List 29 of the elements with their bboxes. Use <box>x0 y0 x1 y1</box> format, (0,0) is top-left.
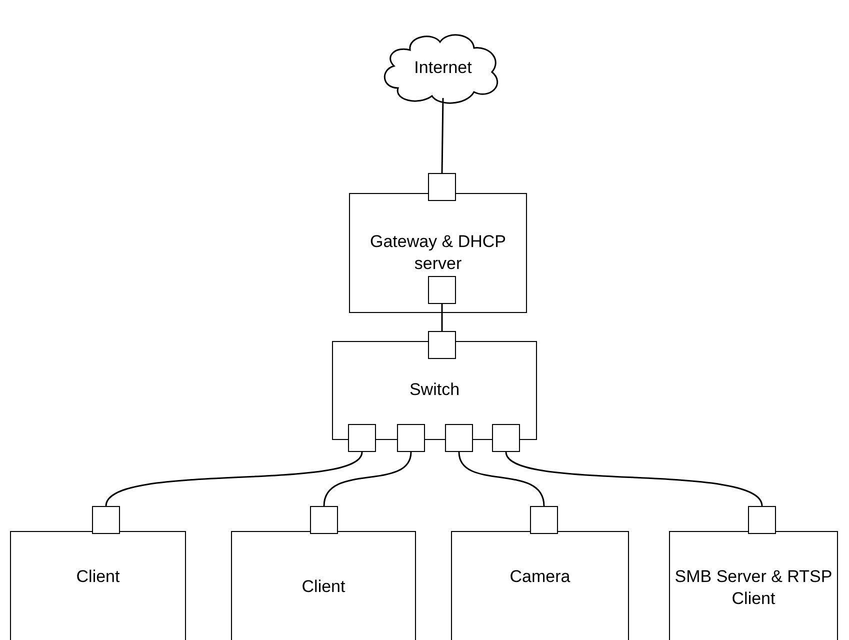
cable-line <box>105 452 363 506</box>
cable-line <box>458 452 545 506</box>
device-box <box>669 531 838 640</box>
network-port <box>428 276 456 304</box>
node-label: Client <box>76 566 120 588</box>
cable-line <box>441 304 443 331</box>
node-label: Client <box>302 576 346 598</box>
network-port <box>92 506 120 534</box>
network-port <box>428 173 456 201</box>
network-port <box>397 424 425 452</box>
node-label: Camera <box>510 566 570 588</box>
node-label: Internet <box>414 56 472 79</box>
network-port <box>428 331 456 359</box>
device-box <box>10 531 186 640</box>
network-port <box>748 506 776 534</box>
node-label: Switch <box>409 379 460 402</box>
cable-line <box>441 98 444 174</box>
device-box <box>231 531 416 640</box>
network-port <box>530 506 558 534</box>
cable-line <box>323 452 412 506</box>
node-label: SMB Server & RTSP Client <box>674 566 833 610</box>
network-port <box>310 506 338 534</box>
device-box <box>451 531 629 640</box>
cable-line <box>505 452 763 506</box>
device-box <box>349 193 527 313</box>
node-label: Gateway & DHCP server <box>368 230 508 275</box>
network-port <box>492 424 520 452</box>
network-port <box>348 424 376 452</box>
network-port <box>445 424 473 452</box>
